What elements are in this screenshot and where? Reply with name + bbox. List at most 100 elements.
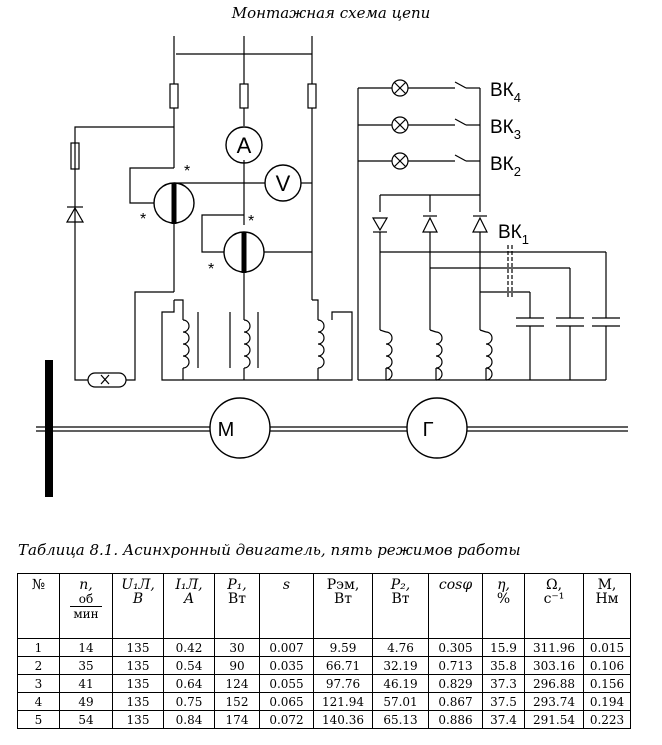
table-cell: 0.194 <box>583 692 631 711</box>
table-cell: 65.13 <box>372 710 429 729</box>
voltmeter: V <box>264 164 302 202</box>
table-cell: 46.19 <box>372 674 429 693</box>
ammeter-label: A <box>237 133 252 158</box>
table-cell: 0.305 <box>428 638 483 657</box>
table-caption: Таблица 8.1. Асинхронный двигатель, пять… <box>18 541 521 559</box>
table-cell: 152 <box>214 692 260 711</box>
table-cell: 37.5 <box>482 692 525 711</box>
shaft <box>36 426 628 432</box>
table-cell: 296.88 <box>524 674 584 693</box>
table-cell: 311.96 <box>524 638 584 657</box>
table-cell: 135 <box>112 656 164 675</box>
table-cell: 121.94 <box>313 692 373 711</box>
table-cell: 0.035 <box>259 656 314 675</box>
page-title: Монтажная схема цепи <box>231 4 431 22</box>
table-cell: 303.16 <box>524 656 584 675</box>
table-cell: 35 <box>59 656 113 675</box>
motor: M <box>209 397 271 459</box>
supply-lines <box>173 36 313 68</box>
table-cell: 30 <box>214 638 260 657</box>
table-cell: 174 <box>214 710 260 729</box>
table-cell: 0.867 <box>428 692 483 711</box>
table-cell: 37.4 <box>482 710 525 729</box>
wattmeter-1-star-left: * <box>140 211 146 228</box>
switch-vk3-label: ВК3 <box>490 117 521 142</box>
table-cell: 9.59 <box>313 638 373 657</box>
table-cell: 35.8 <box>482 656 525 675</box>
table-cell: 0.886 <box>428 710 483 729</box>
motor-label: M <box>218 419 235 441</box>
table-cell: 0.42 <box>163 638 215 657</box>
wiring-diagram: A V * * * * <box>36 36 628 497</box>
table-cell: 0.84 <box>163 710 215 729</box>
col-header: P₁,Вт <box>214 573 260 639</box>
table-cell: 140.36 <box>313 710 373 729</box>
table-cell: 5 <box>17 710 60 729</box>
table-cell: 90 <box>214 656 260 675</box>
fuse <box>169 83 179 109</box>
table-cell: 2 <box>17 656 60 675</box>
table-cell: 37.3 <box>482 674 525 693</box>
table-cell: 124 <box>214 674 260 693</box>
table-cell: 97.76 <box>313 674 373 693</box>
fuse <box>307 83 317 109</box>
col-header: M,Нм <box>583 573 631 639</box>
ammeter: A <box>225 126 263 164</box>
table-cell: 14 <box>59 638 113 657</box>
table-cell: 4.76 <box>372 638 429 657</box>
table-cell: 3 <box>17 674 60 693</box>
table-cell: 0.829 <box>428 674 483 693</box>
wattmeter-1: * * <box>140 163 195 228</box>
generator-windings <box>379 329 493 381</box>
bridge-diodes <box>371 195 488 330</box>
wattmeter-2-star-left: * <box>208 261 214 278</box>
table-cell: 0.156 <box>583 674 631 693</box>
resistor <box>70 142 80 170</box>
col-header: I₁Л,A <box>163 573 215 639</box>
table-cell: 0.015 <box>583 638 631 657</box>
wattmeter-2: * * <box>208 213 265 278</box>
capacitors <box>516 252 620 380</box>
lamp-row-3: ВК3 <box>358 116 521 142</box>
switch-vk1-label: ВК1 <box>498 222 529 247</box>
table-cell: 66.71 <box>313 656 373 675</box>
table-cell: 49 <box>59 692 113 711</box>
table-cell: 15.9 <box>482 638 525 657</box>
table-cell: 4 <box>17 692 60 711</box>
col-header: η,% <box>482 573 525 639</box>
table-cell: 0.072 <box>259 710 314 729</box>
generator-label: Г <box>423 419 434 441</box>
col-header: P₂,Вт <box>372 573 429 639</box>
generator: Г <box>406 397 468 459</box>
table-cell: 291.54 <box>524 710 584 729</box>
col-header: cosφ <box>428 573 483 639</box>
col-header: U₁Л,B <box>112 573 164 639</box>
table-cell: 41 <box>59 674 113 693</box>
lamp-row-4: ВК4 <box>358 79 521 105</box>
wattmeter-2-star-top: * <box>248 213 254 230</box>
table-cell: 1 <box>17 638 60 657</box>
col-header: Pэм,Вт <box>313 573 373 639</box>
stator-windings <box>161 299 353 381</box>
voltmeter-label: V <box>276 171 291 196</box>
table-cell: 0.065 <box>259 692 314 711</box>
table-cell: 0.106 <box>583 656 631 675</box>
table-cell: 135 <box>112 638 164 657</box>
table-cell: 293.74 <box>524 692 584 711</box>
table-cell: 0.055 <box>259 674 314 693</box>
table-cell: 135 <box>112 710 164 729</box>
col-header: Ω,с⁻¹ <box>524 573 584 639</box>
table-cell: 0.75 <box>163 692 215 711</box>
table-cell: 0.223 <box>583 710 631 729</box>
table-cell: 0.54 <box>163 656 215 675</box>
table-cell: 32.19 <box>372 656 429 675</box>
table-cell: 57.01 <box>372 692 429 711</box>
